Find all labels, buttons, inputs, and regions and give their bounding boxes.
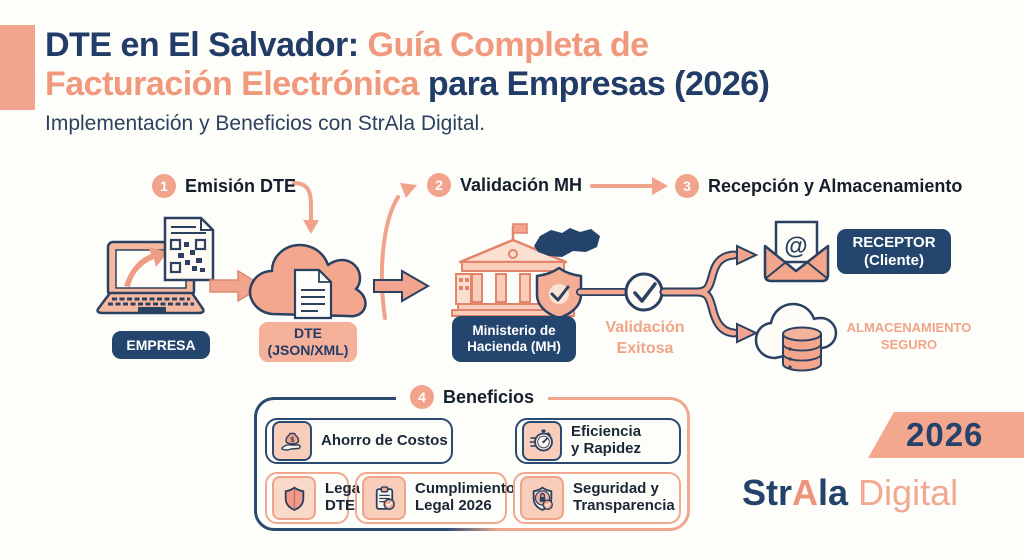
benefit-cumplimiento-legal: Cumplimiento Legal 2026 <box>355 472 515 524</box>
title-line-2: Facturación Electrónica para Empresas (2… <box>45 65 770 104</box>
benefit-label: Lega DTE <box>325 480 361 514</box>
year-2026-banner: 2026 <box>868 412 1024 458</box>
benefit-ahorro-costos: $ Ahorro de Costos <box>265 418 453 464</box>
benefit-label: Seguridad y Transparencia <box>573 480 675 514</box>
strala-digital-logo: StrAla Digital <box>742 472 959 513</box>
title-line-1: DTE en El Salvador: Guía Completa de <box>45 26 649 64</box>
ministerio-hacienda-pill: Ministerio de Hacienda (MH) <box>452 316 576 362</box>
arrow-step2-to-step3-icon <box>590 177 668 195</box>
step-3-number-badge: 3 <box>675 174 699 198</box>
year-2026-text: 2026 <box>906 416 984 453</box>
page-title: DTE en El Salvador: Guía Completa de Fac… <box>45 26 770 105</box>
page-subtitle: Implementación y Beneficios con StrAla D… <box>45 112 486 135</box>
step-4-number-badge: 4 <box>409 385 434 409</box>
arrow-step1-to-cloud-icon <box>292 181 319 234</box>
benefits-panel: 4 Beneficios $ Ahorro de Costos <box>254 385 690 531</box>
step-2-number-badge: 2 <box>427 173 451 197</box>
receptor-cliente-pill: RECEPTOR (Cliente) <box>837 229 951 274</box>
cloud-dte-icon <box>248 243 367 320</box>
el-salvador-map-icon <box>534 228 600 257</box>
benefit-label: Cumplimiento Legal 2026 <box>415 480 515 514</box>
check-circle-icon <box>624 272 664 312</box>
benefit-eficiencia-rapidez: Eficiencia y Rapidez <box>515 418 681 464</box>
step-4-header: 4 Beneficios <box>395 385 549 409</box>
money-hand-icon: $ <box>272 421 312 461</box>
step-1-header: 1 Emisión DTE <box>152 174 296 198</box>
clipboard-check-icon <box>362 476 406 520</box>
step-3-header: 3 Recepción y Almacenamiento <box>675 174 962 198</box>
almacenamiento-seguro-label: ALMACENAMIENTO SEGURO <box>846 320 972 352</box>
step-2-label: Validación MH <box>460 174 583 195</box>
invoice-qr-document-icon <box>163 216 215 282</box>
step-2-header: 2 Validación MH <box>427 173 582 197</box>
benefit-seguridad-transparencia: Seguridad y Transparencia <box>513 472 681 524</box>
shield-lock-icon <box>520 476 564 520</box>
shield-icon <box>272 476 316 520</box>
benefit-label: Eficiencia y Rapidez <box>571 423 642 457</box>
benefits-panel-inner: 4 Beneficios $ Ahorro de Costos <box>257 385 687 528</box>
envelope-email-icon: @ <box>763 220 830 283</box>
shield-check-icon <box>535 266 583 320</box>
at-symbol: @ <box>784 233 807 260</box>
corner-accent-block <box>0 25 35 110</box>
dte-json-xml-pill: DTE (JSON/XML) <box>259 322 357 362</box>
validacion-exitosa-label: Validación Exitosa <box>605 319 685 357</box>
stopwatch-icon <box>522 421 562 461</box>
benefits-title: Beneficios <box>442 386 535 407</box>
step-1-number-badge: 1 <box>152 174 176 198</box>
empresa-pill: EMPRESA <box>112 331 210 359</box>
step-1-label: Emisión DTE <box>185 175 297 196</box>
fork-connector <box>659 244 759 344</box>
benefit-lega-dte: Lega DTE <box>265 472 360 524</box>
step-3-label: Recepción y Almacenamiento <box>708 175 963 196</box>
arrow-cloud-to-step2-icon <box>379 183 417 320</box>
arrow-dte-to-mh-icon <box>373 269 431 303</box>
dollar-symbol: $ <box>290 435 295 444</box>
cloud-database-icon <box>754 302 838 372</box>
benefit-label: Ahorro de Costos <box>321 431 448 449</box>
